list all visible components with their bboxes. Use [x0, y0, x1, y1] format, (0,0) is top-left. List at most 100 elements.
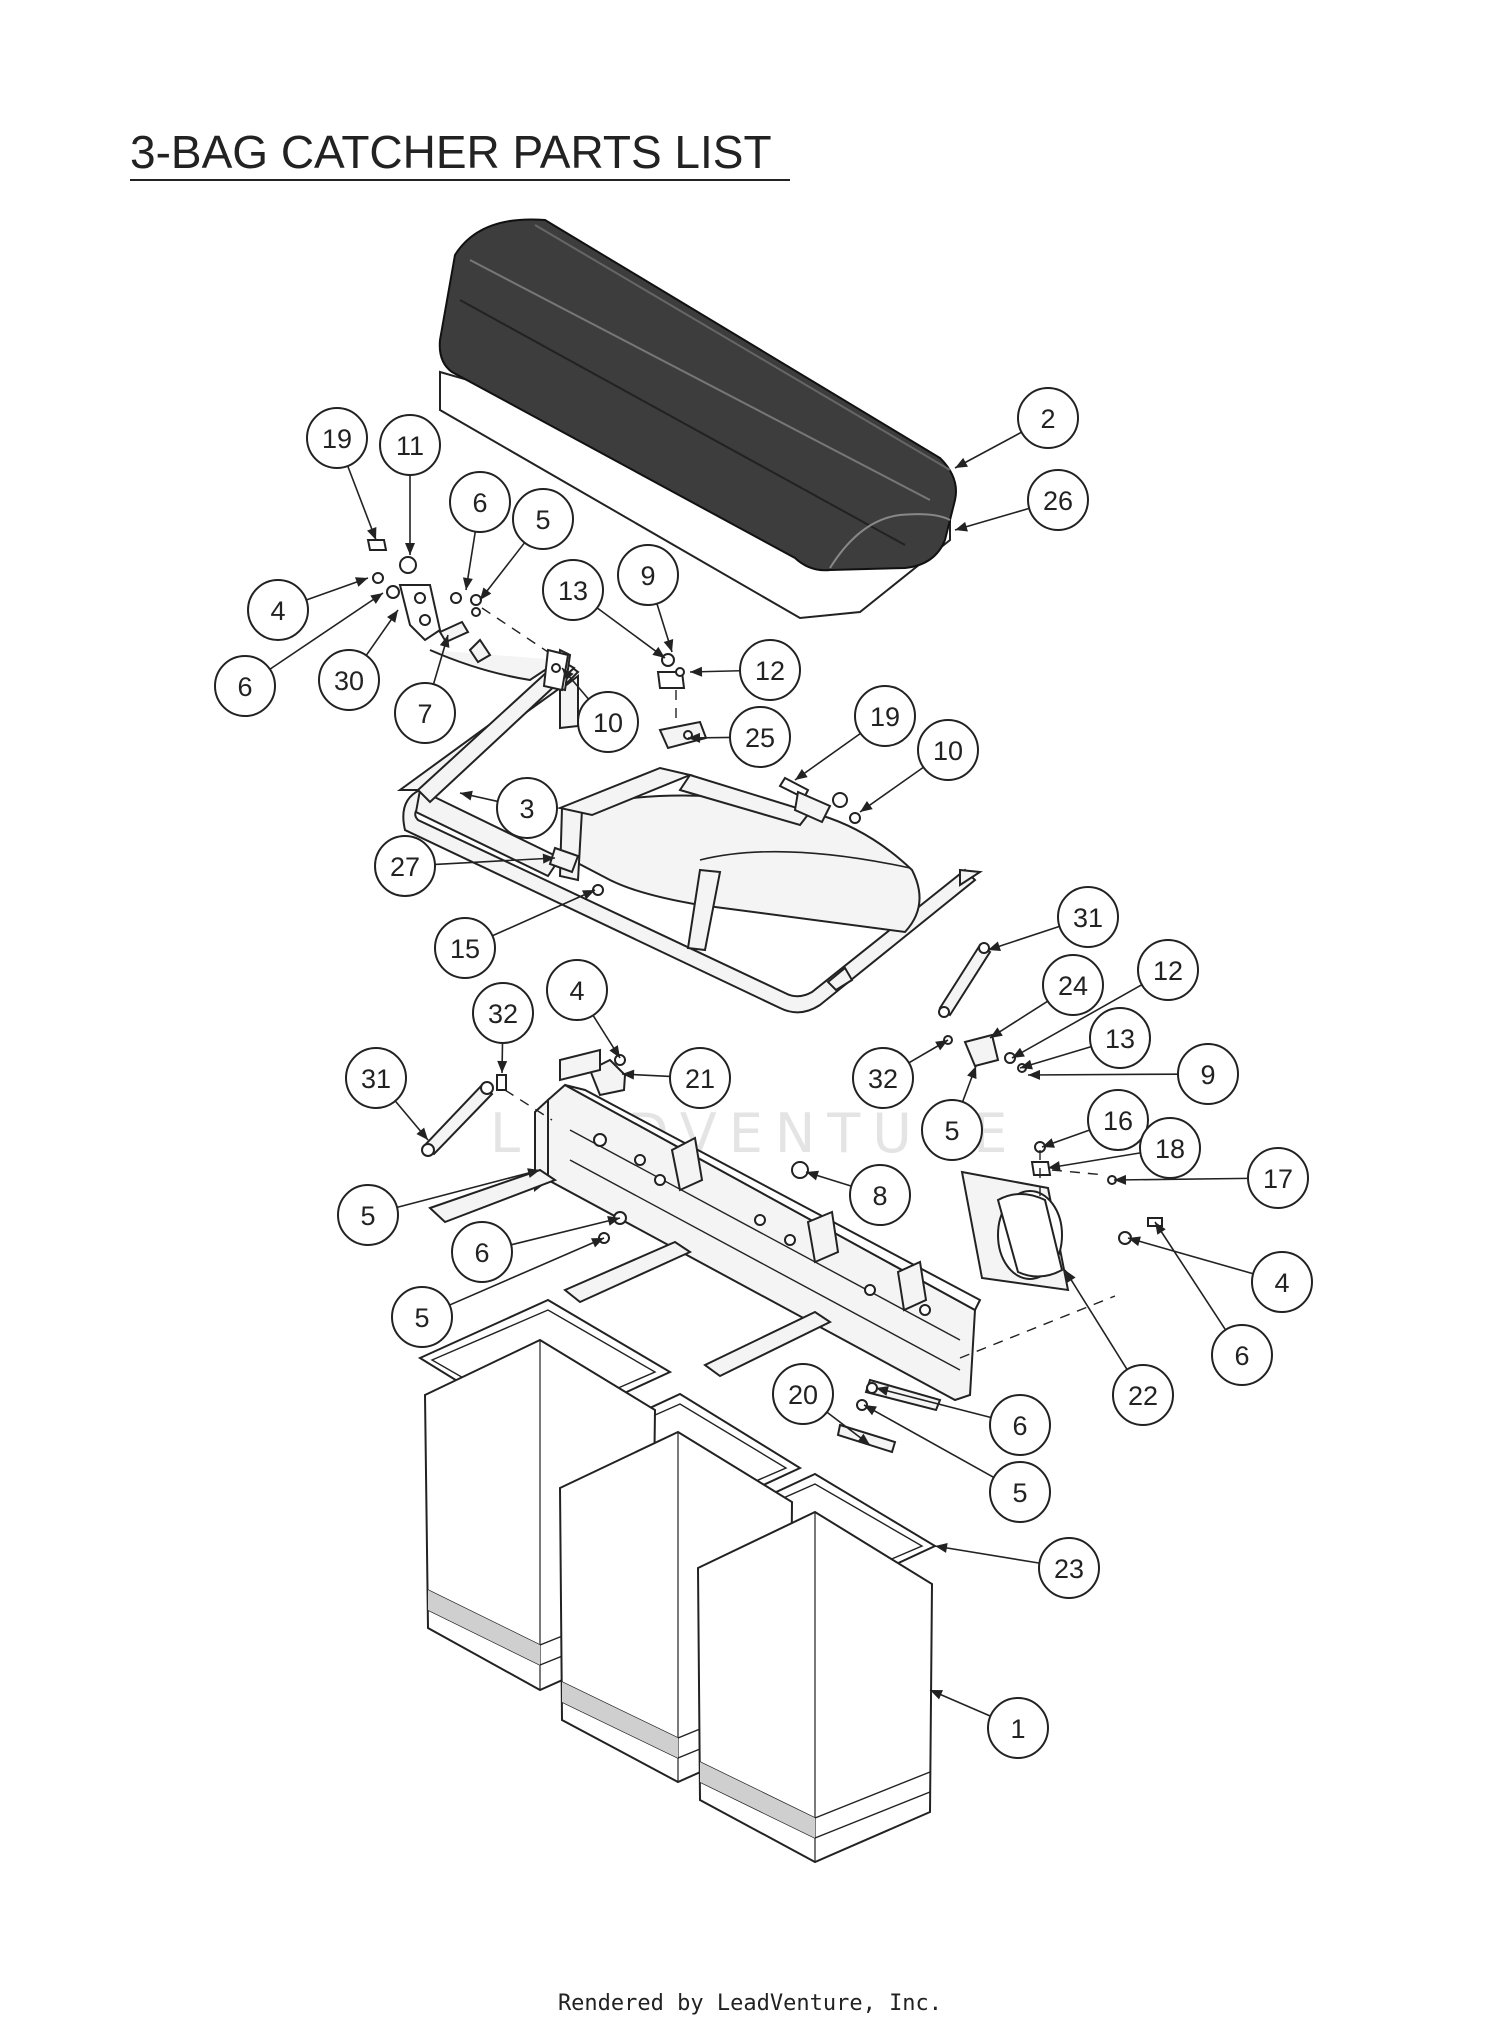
callout-circle	[1038, 1537, 1100, 1599]
callout-11: 11	[379, 414, 441, 476]
callout-arrowhead	[935, 1040, 948, 1051]
callout-arrowhead	[542, 853, 555, 864]
callout-arrowhead	[967, 1066, 977, 1079]
callout-arrowhead	[935, 1543, 948, 1553]
callout-leader-line	[346, 465, 377, 541]
callout-number: 20	[788, 1380, 818, 1410]
callout-9: 9	[1177, 1043, 1239, 1105]
part-tine-right	[703, 1310, 833, 1378]
callout-circle	[989, 1461, 1051, 1523]
callout-arrowhead	[609, 1045, 620, 1058]
callout-circle	[451, 1221, 513, 1283]
callout-number: 18	[1155, 1134, 1185, 1164]
callout-32: 32	[852, 1047, 914, 1109]
callout-number: 6	[472, 488, 487, 518]
callout-number: 11	[396, 431, 424, 461]
callout-number: 23	[1054, 1554, 1084, 1584]
callout-circle	[987, 1697, 1049, 1759]
callout-6: 6	[449, 471, 511, 533]
callout-arrowhead	[806, 1170, 819, 1181]
hardware-group-adapter	[1030, 1141, 1163, 1245]
callout-4: 4	[1251, 1251, 1313, 1313]
callout-leader-line	[875, 1387, 992, 1419]
callout-circle	[1042, 954, 1104, 1016]
part-15-screw	[592, 884, 604, 896]
callout-15: 15	[434, 917, 496, 979]
callout-arrowhead	[988, 941, 1001, 951]
callout-number: 26	[1043, 486, 1073, 516]
callout-circle	[849, 1164, 911, 1226]
callout-leader-line	[1019, 1045, 1092, 1069]
hardware-group-top-left	[366, 539, 549, 653]
callout-17: 17	[1247, 1147, 1309, 1209]
callout-leader-line	[434, 857, 556, 866]
callout-circle	[1211, 1324, 1273, 1386]
callout-leader-line	[269, 592, 384, 670]
part-10-plate	[542, 648, 570, 692]
callout-number: 24	[1058, 971, 1088, 1001]
callout-circle	[1177, 1043, 1239, 1105]
callout-arrowhead	[1012, 1047, 1025, 1058]
part-chute-shroud	[556, 766, 921, 952]
callout-leader-line	[954, 431, 1022, 469]
callout-circle	[345, 1047, 407, 1109]
callout-arrowhead	[355, 577, 368, 587]
callout-6: 6	[989, 1394, 1051, 1456]
callout-12: 12	[1137, 939, 1199, 1001]
part-24-clip	[943, 1033, 1027, 1073]
callout-number: 19	[870, 702, 900, 732]
callout-number: 27	[390, 852, 420, 882]
callout-number: 25	[745, 723, 775, 753]
callout-arrowhead	[857, 1433, 870, 1445]
part-22-chute-adapter	[960, 1170, 1070, 1292]
callout-arrowhead	[652, 646, 665, 658]
part-31-gas-spring-right	[938, 942, 992, 1018]
hardware-group-top-center	[656, 653, 708, 750]
part-32-pin-left	[496, 1074, 507, 1091]
callout-number: 7	[417, 699, 432, 729]
callout-number: 12	[1153, 956, 1183, 986]
callout-leader-line	[1011, 984, 1143, 1059]
callout-24: 24	[1042, 954, 1104, 1016]
callout-leaders	[269, 431, 1254, 1717]
callout-circle	[546, 959, 608, 1021]
callout-4: 4	[546, 959, 608, 1021]
callout-circle	[449, 471, 511, 533]
page-title: 3-BAG CATCHER PARTS LIST	[130, 126, 772, 178]
callout-6: 6	[1211, 1324, 1273, 1386]
callout-number: 9	[1200, 1060, 1215, 1090]
callout-leader-line	[492, 889, 596, 937]
callout-number: 31	[1073, 903, 1103, 933]
callout-number: 12	[755, 656, 785, 686]
part-30-bracket	[398, 584, 442, 642]
callout-number: 21	[685, 1064, 715, 1094]
callout-arrowhead	[462, 577, 473, 590]
part-tine-center	[563, 1240, 693, 1304]
callout-circle	[318, 649, 380, 711]
callout-arrowhead	[864, 1405, 877, 1416]
callout-19: 19	[306, 407, 368, 469]
callout-20: 20	[772, 1363, 834, 1425]
callout-arrowhead	[591, 1238, 604, 1248]
callout-2: 2	[1017, 387, 1079, 449]
callout-circle	[512, 488, 574, 550]
callout-circle	[729, 706, 791, 768]
callout-number: 9	[640, 561, 655, 591]
callout-circle	[852, 1047, 914, 1109]
callout-arrowhead	[460, 790, 473, 801]
hardware-group-frame	[504, 1089, 1116, 1411]
callout-10: 10	[917, 719, 979, 781]
callout-number: 6	[474, 1238, 489, 1268]
callout-arrowhead	[527, 1168, 540, 1178]
callout-number: 6	[1234, 1341, 1249, 1371]
callout-arrowhead	[1128, 1236, 1141, 1247]
callout-5: 5	[512, 488, 574, 550]
callout-circle	[921, 1099, 983, 1161]
callout-circle	[394, 682, 456, 744]
callout-6: 6	[451, 1221, 513, 1283]
callout-circle	[306, 407, 368, 469]
callout-number: 4	[569, 976, 584, 1006]
callout-7: 7	[394, 682, 456, 744]
